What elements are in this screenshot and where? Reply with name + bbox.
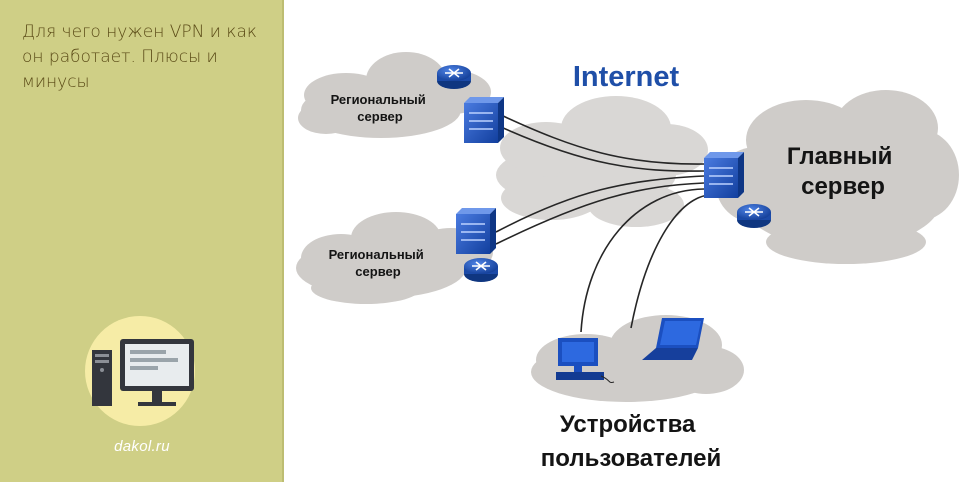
computer-logo-icon <box>85 316 195 426</box>
switch-icon <box>704 152 744 198</box>
vpn-network-diagram: Internet Региональный сервер Региональны… <box>296 52 959 472</box>
laptop-icon <box>642 318 704 360</box>
internet-label: Internet <box>573 61 680 93</box>
switch-icon <box>464 97 504 143</box>
article-title: Для чего нужен VPN и как он работает. Пл… <box>22 22 257 92</box>
switch-icon <box>456 208 496 254</box>
connection-lines <box>495 114 709 333</box>
site-logo[interactable] <box>80 316 200 426</box>
desktop-pc-icon <box>556 338 615 383</box>
site-name[interactable]: dakol.ru <box>114 438 170 455</box>
regional-server-top-label: Региональный сервер <box>331 92 430 124</box>
router-icon <box>737 204 771 228</box>
cloud-main-server <box>716 90 959 264</box>
cloud-regional-bottom <box>296 212 493 304</box>
user-devices-label: Устройства пользователей <box>541 411 721 472</box>
cloud-internet <box>496 96 708 227</box>
main-server-label: Главный сервер <box>787 143 899 200</box>
router-icon <box>464 258 498 282</box>
regional-server-bottom-label: Региональный сервер <box>329 247 428 279</box>
router-icon <box>437 65 471 89</box>
sidebar: Для чего нужен VPN и как он работает. Пл… <box>0 0 284 482</box>
